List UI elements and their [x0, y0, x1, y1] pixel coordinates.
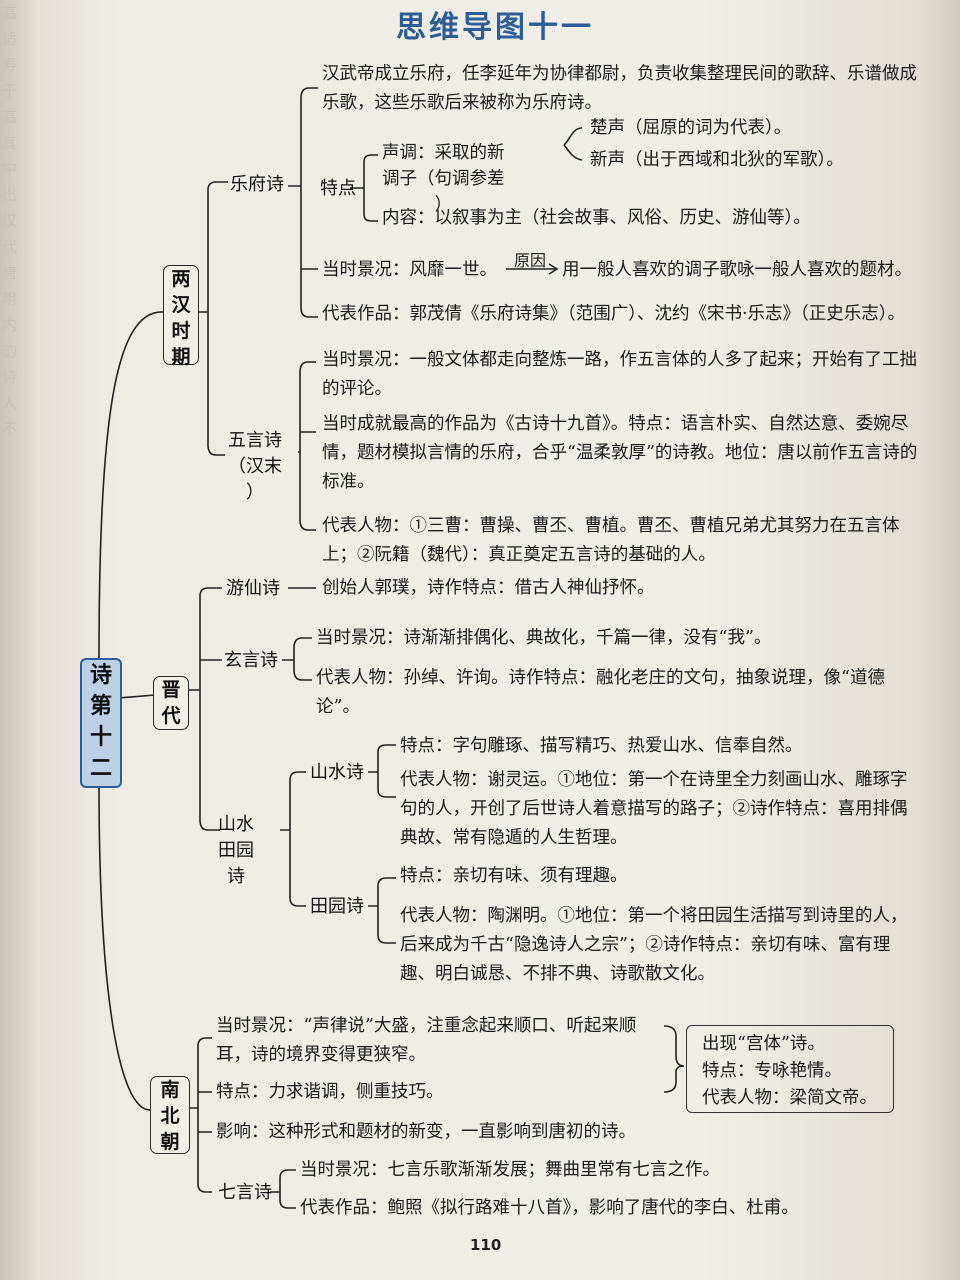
- gongti-renwu: 代表人物：梁简文帝。: [702, 1088, 877, 1108]
- era-nanbei: 南北朝: [150, 1076, 190, 1154]
- node-youxianshi: 游仙诗: [226, 578, 280, 599]
- tianyuan-tedian: 特点：亲切有味、须有理趣。: [400, 866, 628, 886]
- wuyan-renwu: 代表人物：①三曹：曹操、曹丕、曹植。曹丕、曹植兄弟尤其努力在五言体上；②阮籍（魏…: [322, 516, 900, 565]
- node-tedian: 特点: [320, 178, 356, 199]
- yuanyin-text: 用一般人喜欢的调子歌咏一般人喜欢的题材。: [562, 260, 912, 280]
- shanshui-renwu: 代表人物：谢灵运。①地位：第一个在诗里全力刻画山水、雕琢字句的人，开创了后世诗人…: [400, 770, 908, 848]
- page-title: 思维导图十一: [396, 10, 594, 45]
- qiyan-jingkuang: 当时景况：七言乐歌渐渐发展；舞曲里常有七言之作。: [300, 1160, 720, 1180]
- node-wuyanshi: 五言诗（汉末）: [228, 430, 282, 503]
- xuanyan-renwu: 代表人物：孙绰、许询。诗作特点：融化老庄的文句，抽象说理，像“道德论”。: [316, 668, 885, 717]
- node-qiyanshi: 七言诗: [218, 1182, 272, 1203]
- shengdiao-label: 声调：采取的新调子（句调参差）: [382, 143, 505, 215]
- node-tianyuanshi: 田园诗: [310, 896, 364, 917]
- root-node: 诗第十二: [80, 658, 122, 788]
- xinsheng: 新声（出于西域和北狄的军歌）。: [590, 150, 844, 170]
- wuyan-jingkuang: 当时景况：一般文体都走向整炼一路，作五言体的人多了起来；开始有了工拙的评论。: [322, 350, 917, 399]
- yuefu-jingkuang: 当时景况：风靡一世。: [322, 260, 497, 280]
- xuanyan-jingkuang: 当时景况：诗渐渐排偶化、典故化，千篇一律，没有“我”。: [316, 628, 772, 648]
- yuefu-intro: 汉武帝成立乐府，任李延年为协律都尉，负责收集整理民间的歌辞、乐谱做成乐歌，这些乐…: [322, 64, 917, 113]
- bleed-through-text: 高 适 寿 于 高 其 中 出 汉 代 唐 用 内 的 诗 人 不: [2, 4, 18, 438]
- nanbei-jingkuang: 当时景况：“声律说”大盛，注重念起来顺口、听起来顺耳，诗的境界变得更狭窄。: [216, 1016, 637, 1065]
- node-shanshuishi: 山水诗: [310, 762, 364, 783]
- gongti-chuxian: 出现“宫体”诗。: [702, 1034, 825, 1054]
- gongti-box: [686, 1025, 894, 1113]
- page-number: 110: [470, 1236, 502, 1254]
- era-jin: 晋代: [153, 676, 189, 730]
- neirong: 内容：以叙事为主（社会故事、风俗、历史、游仙等）。: [382, 208, 811, 228]
- shanshui-tedian: 特点：字句雕琢、描写精巧、热爱山水、信奉自然。: [400, 736, 803, 756]
- wuyan-chengjiu: 当时成就最高的作品为《古诗十九首》。特点：语言朴实、自然达意、委婉尽情，题材模拟…: [322, 414, 918, 492]
- tianyuan-renwu: 代表人物：陶渊明。①地位：第一个将田园生活描写到诗里的人，后来成为千古“隐逸诗人…: [400, 906, 908, 984]
- youxian-text: 创始人郭璞，诗作特点：借古人神仙抒怀。: [322, 578, 655, 598]
- qiyan-daibiao: 代表作品：鲍照《拟行路难十八首》，影响了唐代的李白、杜甫。: [300, 1198, 799, 1218]
- chusheng: 楚声（屈原的词为代表）。: [590, 118, 792, 138]
- gongti-tedian: 特点：专咏艳情。: [702, 1061, 842, 1081]
- nanbei-tedian: 特点：力求谐调，侧重技巧。: [216, 1082, 444, 1102]
- yuanyin-label: 原因: [514, 251, 547, 270]
- node-shanshui-tianyuan: 山水田园诗: [218, 814, 254, 887]
- yuefu-daibiao: 代表作品：郭茂倩《乐府诗集》（范围广）、沈约《宋书·乐志》（正史乐志）。: [322, 304, 906, 324]
- node-xuanyanshi: 玄言诗: [224, 650, 278, 671]
- era-han: 两汉时期: [163, 265, 199, 368]
- node-yuefushi: 乐府诗: [230, 174, 284, 195]
- nanbei-yingxiang: 影响：这种形式和题材的新变，一直影响到唐初的诗。: [216, 1122, 636, 1142]
